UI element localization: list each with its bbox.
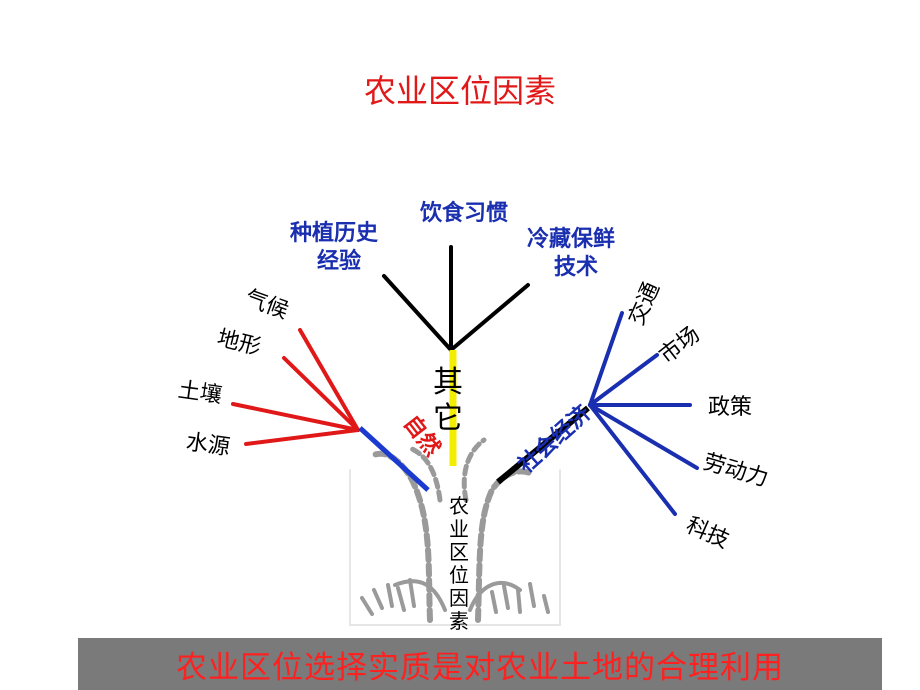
label-dixing: 地形: [215, 326, 264, 361]
trunk-char: 因: [449, 586, 469, 610]
conclusion-banner: 农业区位选择实质是对农业土地的合理利用: [78, 638, 882, 690]
page-title: 农业区位因素: [363, 72, 556, 110]
label-jiaotong: 交通: [624, 279, 665, 329]
label-qihou: 气候: [242, 286, 292, 325]
label-history-line1: 种植历史: [290, 220, 379, 246]
natural-stem: [358, 426, 430, 492]
trunk-char: 业: [449, 517, 469, 541]
socio-stem: [496, 405, 590, 485]
trunk-char: 素: [449, 609, 469, 633]
trunk-char: 农: [449, 494, 469, 518]
label-qita-2: 它: [433, 401, 463, 436]
label-keji: 科技: [682, 513, 732, 554]
banner-text: 农业区位选择实质是对农业土地的合理利用: [176, 649, 784, 686]
label-history-line2: 经验: [317, 248, 361, 274]
tree-sketch: [349, 437, 561, 626]
trunk-char: 区: [449, 540, 469, 564]
label-laodongli: 劳动力: [700, 450, 770, 492]
label-shichang: 市场: [655, 322, 705, 369]
trunk-label: 农 业 区 位 因 素: [449, 494, 469, 633]
other-branches: [382, 245, 530, 352]
natural-branches: [231, 328, 360, 446]
label-cold-line1: 冷藏保鲜: [527, 226, 615, 252]
label-turang: 土壤: [176, 378, 223, 409]
label-qita-1: 其: [433, 365, 463, 400]
label-zhengce: 政策: [708, 395, 752, 420]
label-diet: 饮食习惯: [419, 200, 508, 226]
socio-branches: [588, 311, 699, 516]
label-shuiyuan: 水源: [184, 430, 231, 461]
trunk-char: 位: [449, 563, 469, 587]
label-cold-line2: 技术: [554, 255, 598, 280]
label-shehui: 社会经济: [513, 400, 597, 479]
